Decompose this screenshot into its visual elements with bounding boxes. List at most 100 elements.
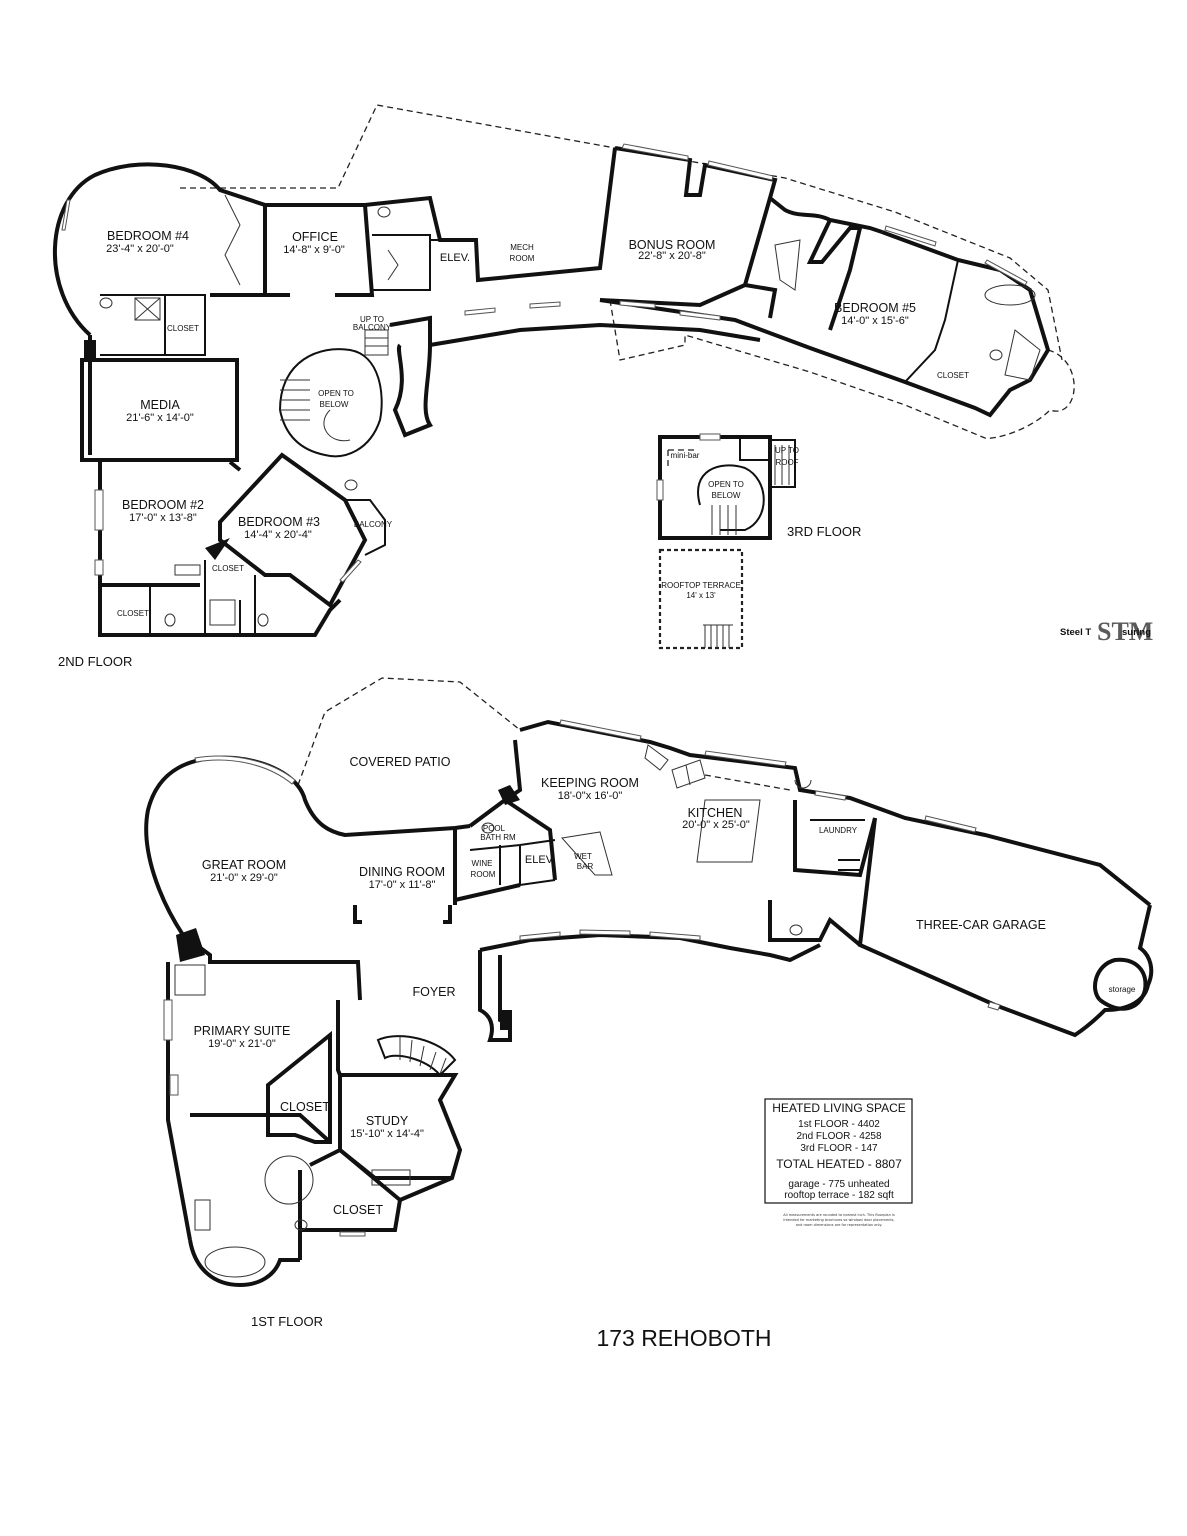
closet-label-2nd-b5: CLOSET xyxy=(937,371,969,380)
great-room-label: GREAT ROOM xyxy=(202,858,286,872)
elev-label-2nd: ELEV. xyxy=(440,252,470,264)
office-label: OFFICE xyxy=(292,230,338,244)
media-walls xyxy=(80,358,239,462)
storage-label: storage xyxy=(1109,985,1136,994)
storage-walls xyxy=(1093,957,1148,1011)
dining-room-dim: 17'-0" x 11'-8" xyxy=(369,879,436,891)
covered-patio-outline xyxy=(297,677,521,786)
rooftop-terrace-dim: 14' x 13' xyxy=(686,591,716,600)
mech-label-2: ROOM xyxy=(510,254,535,263)
up-to-roof-2: ROOF xyxy=(775,458,798,467)
address-title: 173 REHOBOTH xyxy=(596,1325,771,1351)
kitchen-label: KITCHEN xyxy=(688,806,743,820)
up-to-roof-1: UP TO xyxy=(775,446,799,455)
foyer-label: FOYER xyxy=(412,985,455,999)
third-floor xyxy=(656,433,796,650)
kitchen-dim: 20'-0" x 25'-0" xyxy=(682,819,750,831)
laundry-label: LAUNDRY xyxy=(819,826,858,835)
bedroom5-label: BEDROOM #5 xyxy=(834,301,916,315)
legend-title: HEATED LIVING SPACE xyxy=(772,1101,906,1115)
media-label: MEDIA xyxy=(140,398,180,412)
minibar-label: mini-bar xyxy=(671,451,700,460)
closet-label-1st-a: CLOSET xyxy=(280,1100,330,1114)
great-room-walls xyxy=(144,755,471,937)
keeping-room-walls xyxy=(519,719,1152,907)
disclaimer-3: and room dimensions are for representati… xyxy=(796,1223,882,1227)
open-below-3rd-1: OPEN TO xyxy=(708,480,744,489)
open-to-below-3rd xyxy=(697,464,765,531)
brand-text-left: Steel T xyxy=(1060,627,1091,638)
keeping-room-label: KEEPING ROOM xyxy=(541,776,639,790)
great-room-dim: 21'-0" x 29'-0" xyxy=(210,872,278,884)
open-below-2nd-2: BELOW xyxy=(320,400,349,409)
open-below-3rd-2: BELOW xyxy=(712,491,741,500)
brand-mark: STM xyxy=(1097,617,1153,646)
second-floor xyxy=(52,104,1075,637)
wet-bar-label-2: BAR xyxy=(577,862,594,871)
third-floor-walls xyxy=(658,435,772,540)
closet-label-2nd-c: CLOSET xyxy=(212,564,244,573)
rooftop-terrace xyxy=(658,548,744,650)
bedroom2-dim: 17'-0" x 13'-8" xyxy=(129,512,197,524)
keeping-room-dim: 18'-0"x 16'-0" xyxy=(558,790,623,802)
closet-label-2nd-d: CLOSET xyxy=(117,609,149,618)
floor-label-2nd: 2ND FLOOR xyxy=(58,654,132,669)
study-label: STUDY xyxy=(366,1114,409,1128)
study-dim: 15'-10" x 14'-4" xyxy=(350,1128,424,1140)
heated-space-legend: HEATED LIVING SPACE 1st FLOOR - 4402 2nd… xyxy=(764,1098,913,1227)
bonus-room-walls xyxy=(614,146,883,234)
dining-room-label: DINING ROOM xyxy=(359,865,445,879)
primary-suite-label: PRIMARY SUITE xyxy=(194,1024,291,1038)
labels: BEDROOM #4 23'-4" x 20'-0" OFFICE 14'-8"… xyxy=(58,229,1136,1351)
closet-label-2nd-b4: CLOSET xyxy=(167,324,199,333)
legend-2nd: 2nd FLOOR - 4258 xyxy=(796,1131,881,1142)
elev-label-1st: ELEV. xyxy=(525,854,555,866)
legend-3rd: 3rd FLOOR - 147 xyxy=(800,1143,878,1154)
bedroom3-label: BEDROOM #3 xyxy=(238,515,320,529)
legend-1st: 1st FLOOR - 4402 xyxy=(798,1119,880,1130)
pool-bath-label-2: BATH RM xyxy=(480,833,516,842)
open-to-below-2nd xyxy=(279,348,383,458)
mech-label-1: MECH xyxy=(510,243,534,252)
bedroom2-label: BEDROOM #2 xyxy=(122,498,204,512)
bedroom3-walls xyxy=(218,452,368,608)
bedroom4-label: BEDROOM #4 xyxy=(107,229,189,243)
primary-suite-dim: 19'-0" x 21'-0" xyxy=(208,1038,276,1050)
wet-bar xyxy=(561,831,613,876)
open-below-2nd-1: OPEN TO xyxy=(318,389,354,398)
first-floor xyxy=(144,677,1154,1288)
roof-outline-2nd xyxy=(180,104,1063,439)
legend-garage: garage - 775 unheated xyxy=(788,1179,889,1190)
bedroom4-dim: 23'-4" x 20'-0" xyxy=(106,243,174,255)
balcony-2nd xyxy=(345,499,386,556)
bonus-room-label: BONUS ROOM xyxy=(629,238,716,252)
disclaimer-1: All measurements are rounded to nearest … xyxy=(783,1213,895,1217)
primary-tub xyxy=(204,1246,266,1278)
up-to-balcony-1: UP TO xyxy=(360,315,384,324)
up-to-balcony-2: BALCONY xyxy=(353,323,392,332)
wet-bar-label-1: WET xyxy=(574,852,592,861)
media-dim: 21'-6" x 14'-0" xyxy=(126,412,194,424)
legend-terrace: rooftop terrace - 182 sqft xyxy=(784,1190,894,1201)
balcony-label: BALCONY xyxy=(354,520,393,529)
garage-label: THREE-CAR GARAGE xyxy=(916,918,1046,932)
pool-bath-label-1: POOL xyxy=(483,824,506,833)
disclaimer-2: intended for marketing brochures so wind… xyxy=(783,1218,894,1222)
legend-total: TOTAL HEATED - 8807 xyxy=(776,1157,902,1171)
brand-text-right: suring xyxy=(1122,627,1151,638)
rooftop-terrace-label: ROOFTOP TERRACE xyxy=(661,581,741,590)
floor-label-3rd: 3RD FLOOR xyxy=(787,524,861,539)
bedroom5-dim: 14'-0" x 15'-6" xyxy=(841,315,909,327)
front-curved-wall xyxy=(453,900,821,963)
wine-room-label-2: ROOM xyxy=(471,870,496,879)
closet-label-1st-b: CLOSET xyxy=(333,1203,383,1217)
bonus-room-dim: 22'-8" x 20'-8" xyxy=(638,250,706,262)
office-dim: 14'-8" x 9'-0" xyxy=(283,244,345,256)
foyer-staircase xyxy=(376,1035,457,1077)
covered-patio-label: COVERED PATIO xyxy=(350,755,451,769)
wine-room-label-1: WINE xyxy=(472,859,493,868)
brand-logo: STM Steel T suring xyxy=(1060,617,1153,646)
kitchen-island xyxy=(696,799,761,863)
